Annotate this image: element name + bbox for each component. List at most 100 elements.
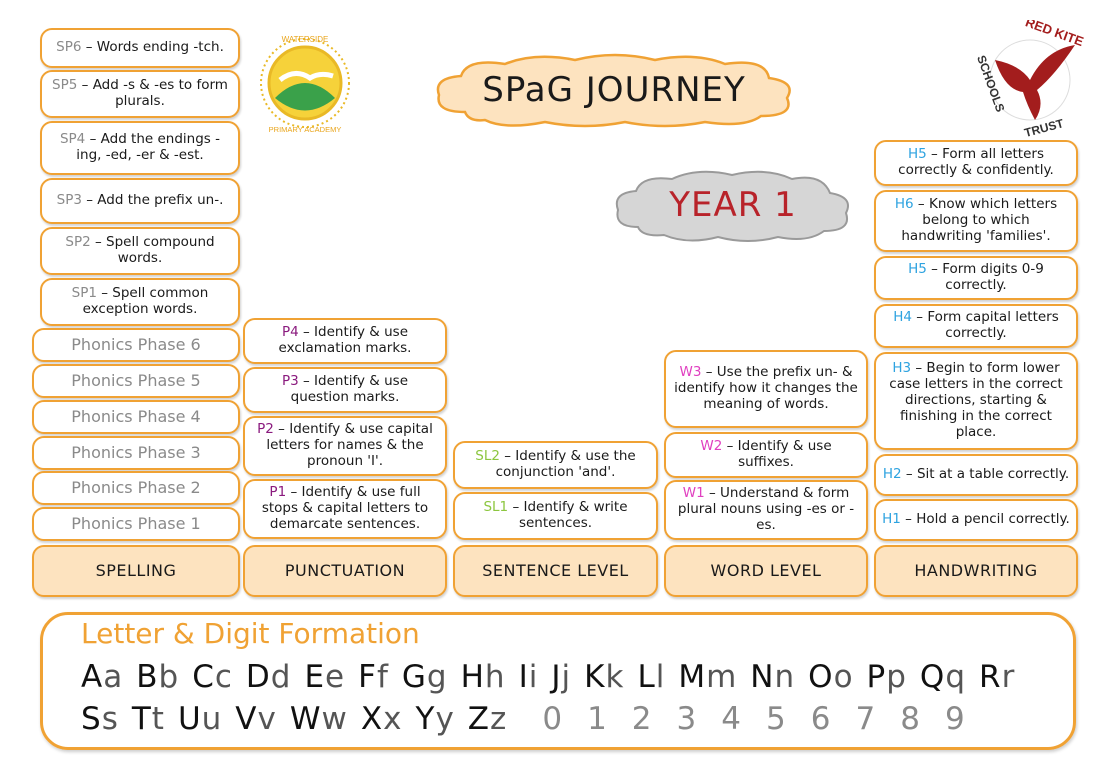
spelling-column-label: SPELLING bbox=[32, 545, 240, 597]
lowercase-letter: j bbox=[561, 659, 572, 695]
punctuation-label: PUNCTUATION bbox=[284, 560, 406, 580]
uppercase-letter: U bbox=[177, 701, 202, 737]
phonics-phase-2: Phonics Phase 2 bbox=[32, 471, 240, 505]
lowercase-letter: f bbox=[376, 659, 389, 695]
page-title: SPaG JOURNEY bbox=[482, 70, 746, 110]
lowercase-letter: s bbox=[101, 701, 119, 737]
spelling-sp3: SP3 – Add the prefix un-. bbox=[40, 178, 240, 224]
uppercase-letter: P bbox=[866, 659, 887, 695]
uppercase-letter: O bbox=[808, 659, 834, 695]
phonics-label: Phonics Phase 4 bbox=[71, 406, 201, 426]
letter-pair: Cc bbox=[192, 659, 233, 695]
spelling-text: Add -s & -es to form plurals. bbox=[92, 77, 228, 109]
lowercase-letter: b bbox=[158, 659, 180, 695]
letter-pair: Bb bbox=[136, 659, 179, 695]
phonics-label: Phonics Phase 5 bbox=[71, 370, 201, 390]
punctuation-text: Identify & use full stops & capital lett… bbox=[261, 484, 429, 532]
uppercase-letter: W bbox=[289, 701, 322, 737]
sentence-text: Identify & use the conjunction 'and'. bbox=[495, 448, 636, 480]
uppercase-letter: Y bbox=[415, 701, 436, 737]
sentence-code: SL1 bbox=[483, 499, 509, 516]
digit: 0 bbox=[542, 701, 564, 737]
punctuation-text: Identify & use capital letters for names… bbox=[266, 421, 433, 469]
lowercase-letter: a bbox=[103, 659, 124, 695]
waterside-bottom-text: PRIMARY ACADEMY bbox=[269, 125, 342, 134]
letter-pair: Xx bbox=[361, 701, 403, 737]
lowercase-letter: n bbox=[774, 659, 796, 695]
uppercase-letter: K bbox=[584, 659, 606, 695]
handwriting-h3: H3 – Begin to form lower case letters in… bbox=[874, 352, 1078, 450]
phonics-phase-1: Phonics Phase 1 bbox=[32, 507, 240, 541]
word-label: WORD LEVEL bbox=[710, 560, 822, 580]
handwriting-code: H1 bbox=[882, 511, 901, 528]
letter-pair: Ll bbox=[637, 659, 665, 695]
lowercase-letter: w bbox=[321, 701, 348, 737]
digit: 9 bbox=[944, 701, 966, 737]
title-cloud: SPaG JOURNEY bbox=[425, 50, 803, 130]
word-w2: W2 – Identify & use suffixes. bbox=[664, 432, 868, 478]
uppercase-letter: Z bbox=[467, 701, 491, 737]
letter-pair: Gg bbox=[402, 659, 448, 695]
lowercase-letter: o bbox=[833, 659, 854, 695]
handwriting-label: HANDWRITING bbox=[914, 560, 1038, 580]
digit: 1 bbox=[587, 701, 608, 737]
handwriting-text: Know which letters belong to which handw… bbox=[901, 196, 1058, 244]
uppercase-letter: S bbox=[81, 701, 102, 737]
uppercase-letter: I bbox=[518, 659, 529, 695]
spelling-code: SP5 bbox=[52, 77, 78, 94]
spelling-code: SP1 bbox=[71, 285, 97, 302]
handwriting-h2: H2 – Sit at a table correctly. bbox=[874, 454, 1078, 496]
handwriting-text: Form capital letters correctly. bbox=[927, 309, 1059, 341]
phonics-label: Phonics Phase 1 bbox=[71, 513, 201, 533]
punctuation-text: Identify & use question marks. bbox=[290, 373, 409, 405]
letter-pair: Hh bbox=[461, 659, 506, 695]
sentence-label: SENTENCE LEVEL bbox=[482, 560, 629, 580]
spelling-text: Words ending -tch. bbox=[96, 39, 224, 56]
handwriting-h5-digits: H5 – Form digits 0-9 correctly. bbox=[874, 256, 1078, 300]
uppercase-letter: A bbox=[81, 659, 104, 695]
lowercase-letter: p bbox=[886, 659, 907, 695]
handwriting-h1: H1 – Hold a pencil correctly. bbox=[874, 499, 1078, 541]
digit: 7 bbox=[855, 701, 877, 737]
spelling-sp2: SP2 – Spell compound words. bbox=[40, 227, 240, 275]
punctuation-code: P3 bbox=[281, 373, 299, 390]
lowercase-letter: m bbox=[706, 659, 738, 695]
letter-pair: Ss bbox=[81, 701, 119, 737]
spelling-label: SPELLING bbox=[95, 560, 177, 580]
lowercase-letter: l bbox=[655, 659, 666, 695]
phonics-label: Phonics Phase 3 bbox=[71, 442, 201, 462]
lowercase-letter: g bbox=[426, 659, 448, 695]
uppercase-letter: B bbox=[136, 659, 159, 695]
handwriting-code: H6 bbox=[894, 196, 914, 213]
sentence-code: SL2 bbox=[475, 448, 500, 465]
punctuation-text: Identify & use exclamation marks. bbox=[278, 324, 412, 356]
lowercase-letter: k bbox=[605, 659, 625, 695]
handwriting-h6: H6 – Know which letters belong to which … bbox=[874, 190, 1078, 252]
uppercase-letter: N bbox=[750, 659, 775, 695]
handwriting-h5-letters: H5 – Form all letters correctly & confid… bbox=[874, 140, 1078, 186]
phonics-label: Phonics Phase 2 bbox=[71, 477, 201, 497]
spelling-code: SP2 bbox=[65, 234, 91, 251]
sentence-column-label: SENTENCE LEVEL bbox=[453, 545, 658, 597]
letter-pair: Oo bbox=[808, 659, 853, 695]
spelling-text: Spell common exception words. bbox=[82, 285, 209, 317]
word-w3: W3 – Use the prefix un- & identify how i… bbox=[664, 350, 868, 428]
letter-pair: Jj bbox=[551, 659, 571, 695]
punctuation-p4: P4 – Identify & use exclamation marks. bbox=[243, 318, 447, 364]
letter-pair: Ww bbox=[290, 701, 348, 737]
uppercase-letter: J bbox=[551, 659, 562, 695]
word-code: W3 bbox=[679, 364, 702, 381]
uppercase-letter: E bbox=[304, 659, 326, 695]
uppercase-letter: D bbox=[245, 659, 271, 695]
spelling-text: Spell compound words. bbox=[106, 234, 215, 266]
sentence-sl2: SL2 – Identify & use the conjunction 'an… bbox=[453, 441, 658, 489]
letter-pair: Mm bbox=[678, 659, 737, 695]
lowercase-letter: t bbox=[151, 701, 165, 737]
uppercase-letter: M bbox=[678, 659, 707, 695]
punctuation-p2: P2 – Identify & use capital letters for … bbox=[243, 416, 447, 476]
year-cloud: YEAR 1 bbox=[608, 165, 858, 245]
word-code: W2 bbox=[700, 438, 723, 455]
lowercase-letter: y bbox=[435, 701, 455, 737]
phonics-phase-4: Phonics Phase 4 bbox=[32, 400, 240, 434]
